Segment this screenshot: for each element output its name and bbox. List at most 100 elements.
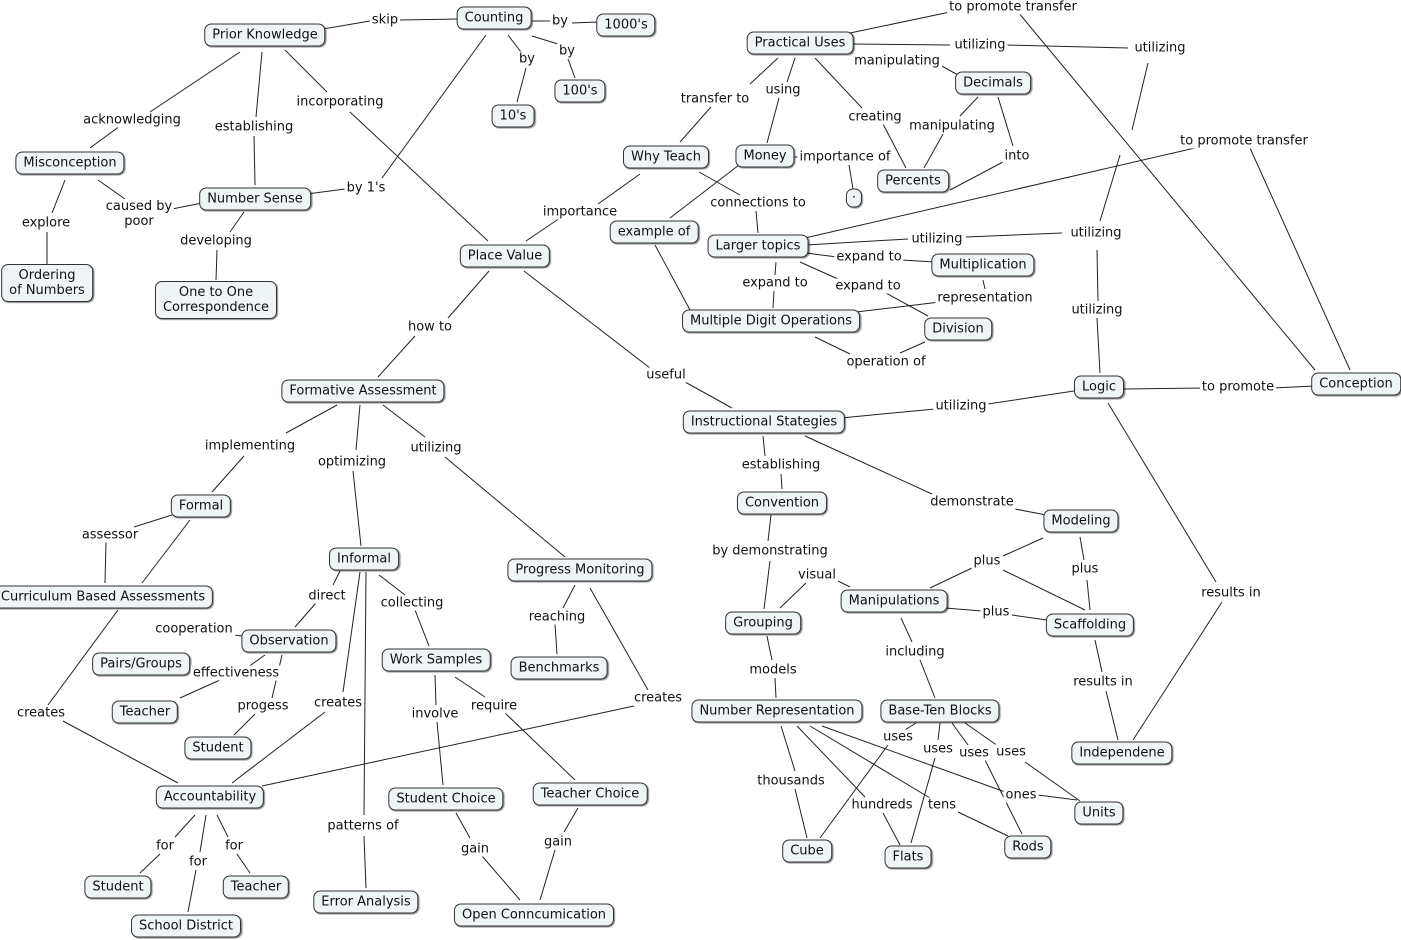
link-label-optimizing: optimizing [315, 454, 389, 470]
link-label-by-1000: by [550, 13, 570, 29]
link-label-for-district: for [187, 854, 209, 870]
node-place-value[interactable]: Place Value [459, 244, 551, 268]
link-label-representation: representation [935, 290, 1035, 306]
link-label-effectiveness: effectiveness [190, 665, 282, 681]
node-money[interactable]: Money [735, 144, 795, 168]
link-label-gain-student-choice: gain [458, 841, 492, 857]
link-label-by-demonstrating: by demonstrating [710, 543, 830, 559]
node-example-of[interactable]: example of [609, 220, 699, 244]
node-open-communication[interactable]: Open Conncumication [453, 903, 615, 927]
link-label-collecting: collecting [378, 595, 446, 611]
link-label-connections-to: connections to [708, 195, 808, 211]
node-teacher-observation[interactable]: Teacher [111, 700, 179, 724]
link-label-gain-teacher-choice: gain [541, 834, 575, 850]
node-pairs-groups[interactable]: Pairs/Groups [92, 652, 190, 676]
link-label-ones: ones [1003, 787, 1039, 803]
link-label-plus-manipulations-scaffolding: plus [980, 604, 1012, 620]
link-label-plus-modeling-manipulations: plus [971, 553, 1003, 569]
node-student-observation[interactable]: Student [184, 736, 252, 760]
node-10s[interactable]: 10's [491, 104, 535, 128]
link-label-to-promote: to promote [1199, 379, 1277, 395]
node-counting[interactable]: Counting [456, 6, 532, 30]
link-label-how-to: how to [405, 319, 455, 335]
node-logic[interactable]: Logic [1074, 375, 1124, 399]
node-formal[interactable]: Formal [170, 494, 232, 518]
node-flats[interactable]: Flats [884, 845, 932, 869]
node-accountability[interactable]: Accountability [155, 785, 265, 809]
node-grouping[interactable]: Grouping [725, 611, 801, 635]
node-larger-topics[interactable]: Larger topics [707, 234, 809, 258]
link-label-by-100: by [557, 43, 577, 59]
node-misconception[interactable]: Misconception [15, 151, 125, 175]
node-base-ten-blocks[interactable]: Base-Ten Blocks [880, 699, 1000, 723]
link-label-to-promote-transfer-top: to promote transfer [947, 0, 1079, 15]
node-prior-knowledge[interactable]: Prior Knowledge [204, 23, 326, 47]
node-error-analysis[interactable]: Error Analysis [313, 890, 419, 914]
link-label-into: into [1002, 148, 1032, 164]
node-percents[interactable]: Percents [877, 169, 949, 193]
node-informal[interactable]: Informal [329, 547, 399, 571]
node-instructional-strategies[interactable]: Instructional Stategies [682, 410, 846, 434]
node-curriculum-based-assessments[interactable]: Curriculum Based Assessments [0, 585, 214, 609]
link-label-utilizing-mid: utilizing [1068, 225, 1124, 241]
link-label-results-in-scaffolding: results in [1071, 674, 1135, 690]
link-label-uses-flats: uses [921, 741, 955, 757]
link-label-hundreds: hundreds [849, 797, 915, 813]
link-label-useful: useful [644, 367, 688, 383]
link-label-by-10: by [517, 51, 537, 67]
node-why-teach[interactable]: Why Teach [622, 145, 710, 169]
link-label-utilizing-larger-topics: utilizing [909, 231, 965, 247]
node-modeling[interactable]: Modeling [1043, 509, 1119, 533]
link-label-establishing-instructional: establishing [739, 457, 823, 473]
link-label-uses-cube: uses [881, 729, 915, 745]
link-label-utilizing-instructional: utilizing [933, 398, 989, 414]
link-label-uses-rods: uses [957, 745, 991, 761]
node-progress-monitoring[interactable]: Progress Monitoring [507, 558, 653, 582]
node-independence[interactable]: Independene [1071, 741, 1173, 765]
link-label-manipulating-practical: manipulating [852, 53, 942, 69]
node-units[interactable]: Units [1074, 801, 1124, 825]
node-observation[interactable]: Observation [241, 629, 337, 653]
node-teacher-choice[interactable]: Teacher Choice [532, 782, 648, 806]
node-scaffolding[interactable]: Scaffolding [1045, 613, 1135, 637]
node-manipulations[interactable]: Manipulations [840, 589, 948, 613]
link-label-results-in-logic: results in [1199, 585, 1263, 601]
node-100s[interactable]: 100's [554, 79, 606, 103]
node-conception[interactable]: Conception [1311, 372, 1401, 396]
link-label-cooperation: cooperation [153, 621, 235, 637]
link-label-by-1s: by 1's [344, 180, 388, 196]
link-label-expand-to-mdo: expand to [740, 275, 810, 291]
node-1000s[interactable]: 1000's [596, 13, 656, 37]
link-label-progess: progess [235, 698, 291, 714]
node-practical-uses[interactable]: Practical Uses [746, 31, 854, 55]
node-teacher-accountability[interactable]: Teacher [222, 875, 290, 899]
node-number-sense[interactable]: Number Sense [199, 187, 311, 211]
link-label-utilizing-logic: utilizing [1069, 302, 1125, 318]
node-multiplication[interactable]: Multiplication [931, 253, 1035, 277]
link-label-utilizing-right: utilizing [1132, 40, 1188, 56]
node-student-accountability[interactable]: Student [84, 875, 152, 899]
node-multiple-digit-operations[interactable]: Multiple Digit Operations [682, 309, 860, 333]
node-work-samples[interactable]: Work Samples [381, 648, 491, 672]
link-label-acknowledging: acknowledging [81, 112, 183, 128]
node-one-to-one-correspondence[interactable]: One to One Correspondence [154, 281, 278, 319]
link-label-utilizing-formative: utilizing [408, 440, 464, 456]
node-number-representation[interactable]: Number Representation [691, 699, 863, 723]
link-label-developing: developing [178, 233, 254, 249]
node-ordering-of-numbers[interactable]: Ordering of Numbers [1, 264, 93, 302]
node-decimals[interactable]: Decimals [955, 71, 1031, 95]
link-label-creating: creating [846, 109, 904, 125]
node-benchmarks[interactable]: Benchmarks [510, 656, 608, 680]
node-rods[interactable]: Rods [1004, 835, 1052, 859]
node-student-choice[interactable]: Student Choice [388, 787, 504, 811]
link-label-tens: tens [925, 797, 959, 813]
node-division[interactable]: Division [924, 317, 992, 341]
link-label-using: using [763, 82, 803, 98]
node-dot[interactable]: · [845, 188, 863, 208]
node-cube[interactable]: Cube [782, 839, 832, 863]
node-formative-assessment[interactable]: Formative Assessment [281, 379, 445, 403]
node-convention[interactable]: Convention [736, 491, 828, 515]
node-school-district[interactable]: School District [131, 914, 241, 938]
link-label-thousands: thousands [755, 773, 827, 789]
